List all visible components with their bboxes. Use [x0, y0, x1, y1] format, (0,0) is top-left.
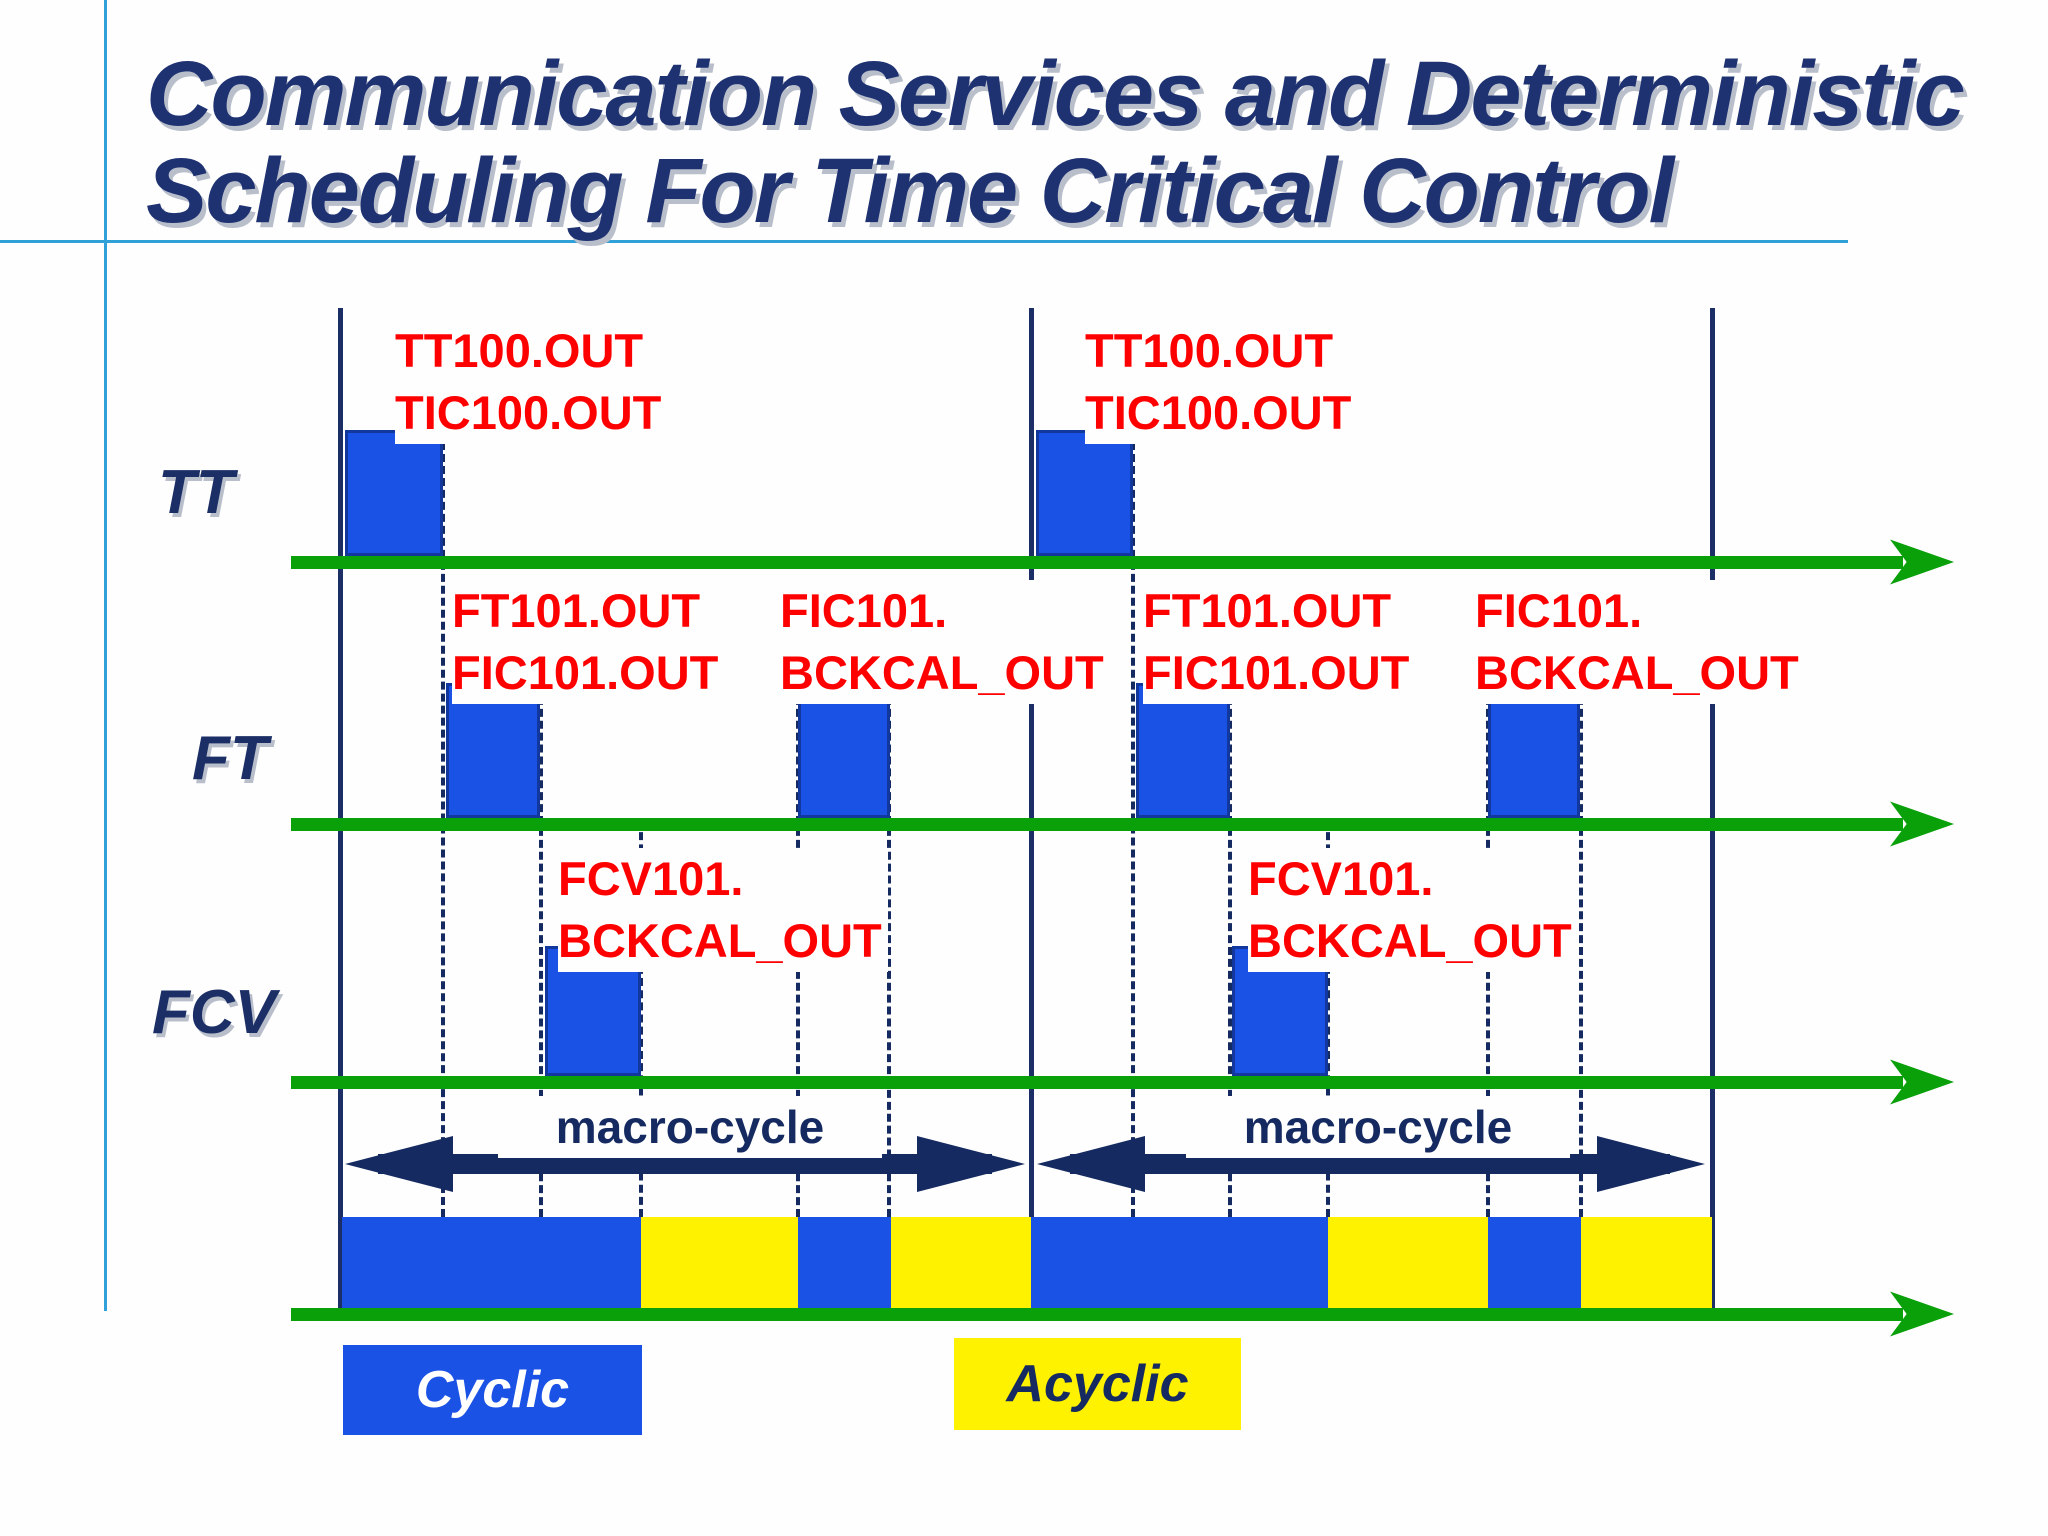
- signal-label-fcv-cycle2: FCV101. BCKCAL_OUT: [1248, 848, 1578, 973]
- macro-cycle-arrowhead-right-2: [1597, 1136, 1705, 1192]
- signal-label-ft-bckcal-cycle2: FIC101. BCKCAL_OUT: [1475, 580, 1805, 705]
- dashed-line: [539, 685, 543, 1217]
- bar-segment-cyclic: [342, 1217, 641, 1308]
- bar-segment-acyclic: [891, 1217, 1031, 1308]
- legend-acyclic: Acyclic: [954, 1338, 1241, 1430]
- signal-label-line: BCKCAL_OUT: [1475, 646, 1799, 700]
- signal-label-ft-pub-cycle2: FT101.OUT FIC101.OUT: [1143, 580, 1416, 705]
- dashed-line: [1326, 820, 1330, 1217]
- slide-title: Communication Services and Deterministic…: [146, 43, 1965, 242]
- signal-label-line: FCV101.: [558, 852, 744, 905]
- macro-cycle-arrowhead-right-1: [917, 1136, 1025, 1192]
- title-line-1: Communication Services and Deterministic: [146, 43, 1965, 145]
- macro-cycle-arrowhead-left-1: [345, 1136, 453, 1192]
- bar-segment-cyclic: [1031, 1217, 1328, 1308]
- row-label-ft: FT: [192, 724, 268, 793]
- signal-label-line: FIC101.OUT: [1143, 646, 1410, 700]
- cycle-boundary-line-1: [338, 308, 343, 1318]
- dashed-line: [1579, 685, 1583, 1217]
- signal-label-line: FT101.OUT: [1143, 584, 1392, 637]
- bar-segment-cyclic: [1488, 1217, 1581, 1308]
- tt-timeline: [291, 556, 1903, 569]
- signal-label-line: FCV101.: [1248, 852, 1434, 905]
- signal-label-tt-cycle1: TT100.OUT TIC100.OUT: [395, 320, 668, 445]
- ft-bckcal-block-cycle1: [798, 689, 890, 818]
- cycle-boundary-line-2: [1029, 308, 1034, 1318]
- ft-timeline: [291, 818, 1903, 831]
- dashed-line: [639, 820, 643, 1217]
- signal-label-line: FIC101.: [1475, 584, 1643, 637]
- tt-block-cycle2: [1036, 430, 1133, 556]
- signal-label-line: FIC101.: [780, 584, 948, 637]
- dashed-line: [887, 685, 891, 1217]
- macro-cycle-arrowhead-left-2: [1037, 1136, 1145, 1192]
- signal-label-line: TIC100.OUT: [395, 386, 662, 440]
- row-label-tt: TT: [158, 458, 234, 527]
- bar-segment-acyclic: [641, 1217, 798, 1308]
- title-line-2: Scheduling For Time Critical Control: [146, 139, 1674, 242]
- fcv-timeline: [291, 1076, 1903, 1089]
- signal-label-line: TT100.OUT: [1085, 324, 1334, 377]
- signal-label-ft-bckcal-cycle1: FIC101. BCKCAL_OUT: [780, 580, 1110, 705]
- macro-cycle-arrow-1: [378, 1154, 992, 1174]
- signal-label-tt-cycle2: TT100.OUT TIC100.OUT: [1085, 320, 1358, 445]
- ft-bckcal-block-cycle2: [1488, 689, 1580, 818]
- bar-segment-acyclic: [1328, 1217, 1488, 1308]
- signal-label-line: BCKCAL_OUT: [780, 646, 1104, 700]
- schedule-timeline: [291, 1308, 1903, 1321]
- signal-label-line: BCKCAL_OUT: [1248, 914, 1572, 968]
- macro-cycle-label-1: macro-cycle: [498, 1096, 882, 1159]
- signal-label-line: TIC100.OUT: [1085, 386, 1352, 440]
- bar-segment-acyclic: [1581, 1217, 1712, 1308]
- macro-cycle-arrow-2: [1070, 1154, 1670, 1174]
- tt-block-cycle1: [345, 430, 443, 556]
- signal-label-line: FT101.OUT: [452, 584, 701, 637]
- cycle-boundary-line-3: [1710, 308, 1715, 1318]
- ft-pub-block-cycle1: [446, 683, 540, 818]
- left-accent-line: [104, 0, 107, 1311]
- title-underline: [0, 240, 1848, 243]
- macro-cycle-label-2: macro-cycle: [1186, 1096, 1570, 1159]
- signal-label-line: FIC101.OUT: [452, 646, 719, 700]
- legend-cyclic: Cyclic: [343, 1345, 642, 1435]
- signal-label-ft-pub-cycle1: FT101.OUT FIC101.OUT: [452, 580, 725, 705]
- dashed-line: [1228, 685, 1232, 1217]
- bar-segment-cyclic: [798, 1217, 891, 1308]
- signal-label-fcv-cycle1: FCV101. BCKCAL_OUT: [558, 848, 888, 973]
- row-label-fcv: FCV: [152, 978, 276, 1047]
- signal-label-line: BCKCAL_OUT: [558, 914, 882, 968]
- signal-label-line: TT100.OUT: [395, 324, 644, 377]
